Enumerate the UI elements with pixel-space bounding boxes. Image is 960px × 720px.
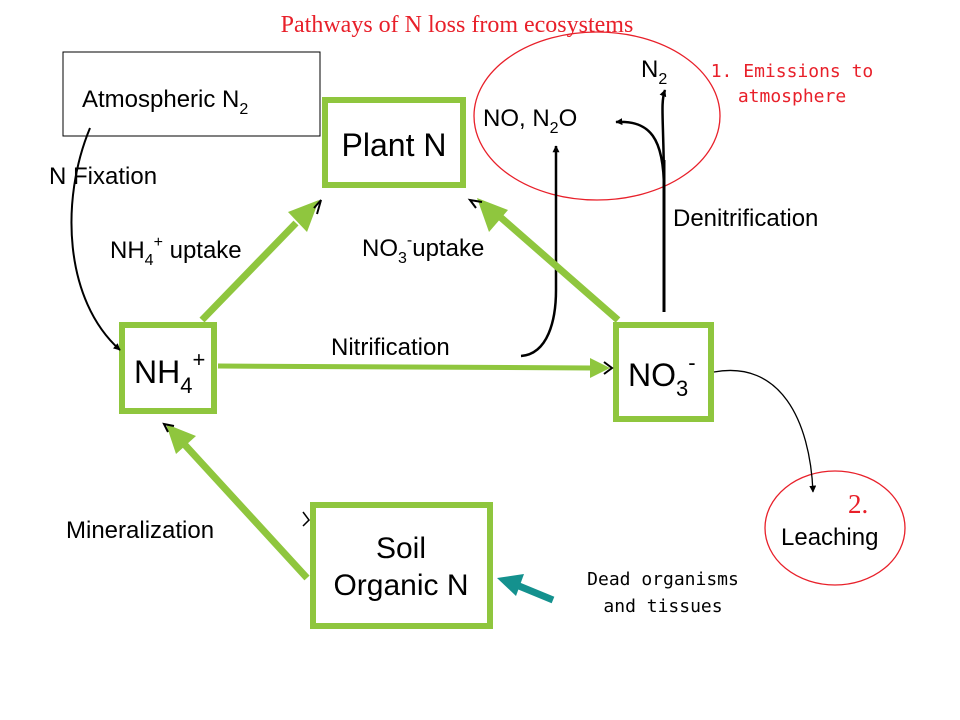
- dead-organisms-arrow: [517, 582, 555, 604]
- soil-label: Soil: [376, 532, 426, 565]
- nh4-label: NH4+: [134, 347, 205, 398]
- nh4-uptake-tip: [313, 199, 322, 215]
- nitrification-arrowhead: [590, 358, 610, 378]
- dead-organisms-label-line2: and tissues: [603, 596, 722, 617]
- mineralization-tip: [162, 422, 175, 433]
- no-n2o-label: NO, N2O: [483, 105, 577, 137]
- nh4-box: [119, 322, 217, 414]
- atmospheric-n2-label: Atmospheric N2: [82, 86, 248, 118]
- nh4-uptake-arrowhead: [288, 200, 319, 232]
- nitrification-label: Nitrification: [331, 334, 450, 361]
- mineralization-arrow: [182, 442, 310, 581]
- no3-uptake-label: NO3-uptake: [362, 232, 484, 267]
- denitrification-to-no-arrow: [615, 118, 666, 191]
- no3-uptake-arrow: [495, 212, 621, 323]
- leaching-arrow: [713, 369, 817, 493]
- leaching-number-label: 2.: [848, 489, 868, 519]
- n2-label: N2: [641, 56, 667, 88]
- emissions-label-line1: 1. Emissions to: [711, 61, 874, 82]
- nh4-uptake-label: NH4+ uptake: [110, 234, 242, 269]
- soil-organic-n-box: [310, 502, 493, 629]
- leaching-ellipse: [764, 470, 906, 586]
- plant-n-label: Plant N: [342, 127, 447, 163]
- n-fixation-arrow: [70, 127, 121, 351]
- emissions-ellipse: [473, 31, 721, 201]
- denitrification-label: Denitrification: [673, 205, 818, 232]
- no3-label: NO3-: [628, 350, 696, 401]
- dead-organisms-arrowhead: [497, 574, 524, 596]
- n-fixation-label: N Fixation: [49, 163, 157, 190]
- no-n2o-arrow: [520, 145, 560, 358]
- plant-n-box: [322, 97, 466, 188]
- nitrification-arrow: [217, 363, 593, 371]
- no3-uptake-arrowhead: [477, 198, 508, 232]
- atmospheric-n2-box: [62, 51, 321, 137]
- emissions-label-line2: atmosphere: [738, 86, 846, 107]
- no3-uptake-tip: [467, 198, 483, 209]
- organic-n-label: Organic N: [333, 569, 468, 602]
- no3-box: [613, 322, 714, 422]
- mineralization-label: Mineralization: [66, 517, 214, 544]
- nh4-uptake-arrow: [199, 220, 299, 323]
- nitrification-tip: [603, 361, 614, 375]
- mineralization-arrowhead: [166, 424, 196, 454]
- soil-corner-mark: [302, 511, 310, 527]
- dead-organisms-label-line1: Dead organisms: [587, 569, 739, 590]
- diagram-title: Pathways of N loss from ecosystems: [281, 12, 634, 38]
- leaching-label: Leaching: [781, 524, 878, 551]
